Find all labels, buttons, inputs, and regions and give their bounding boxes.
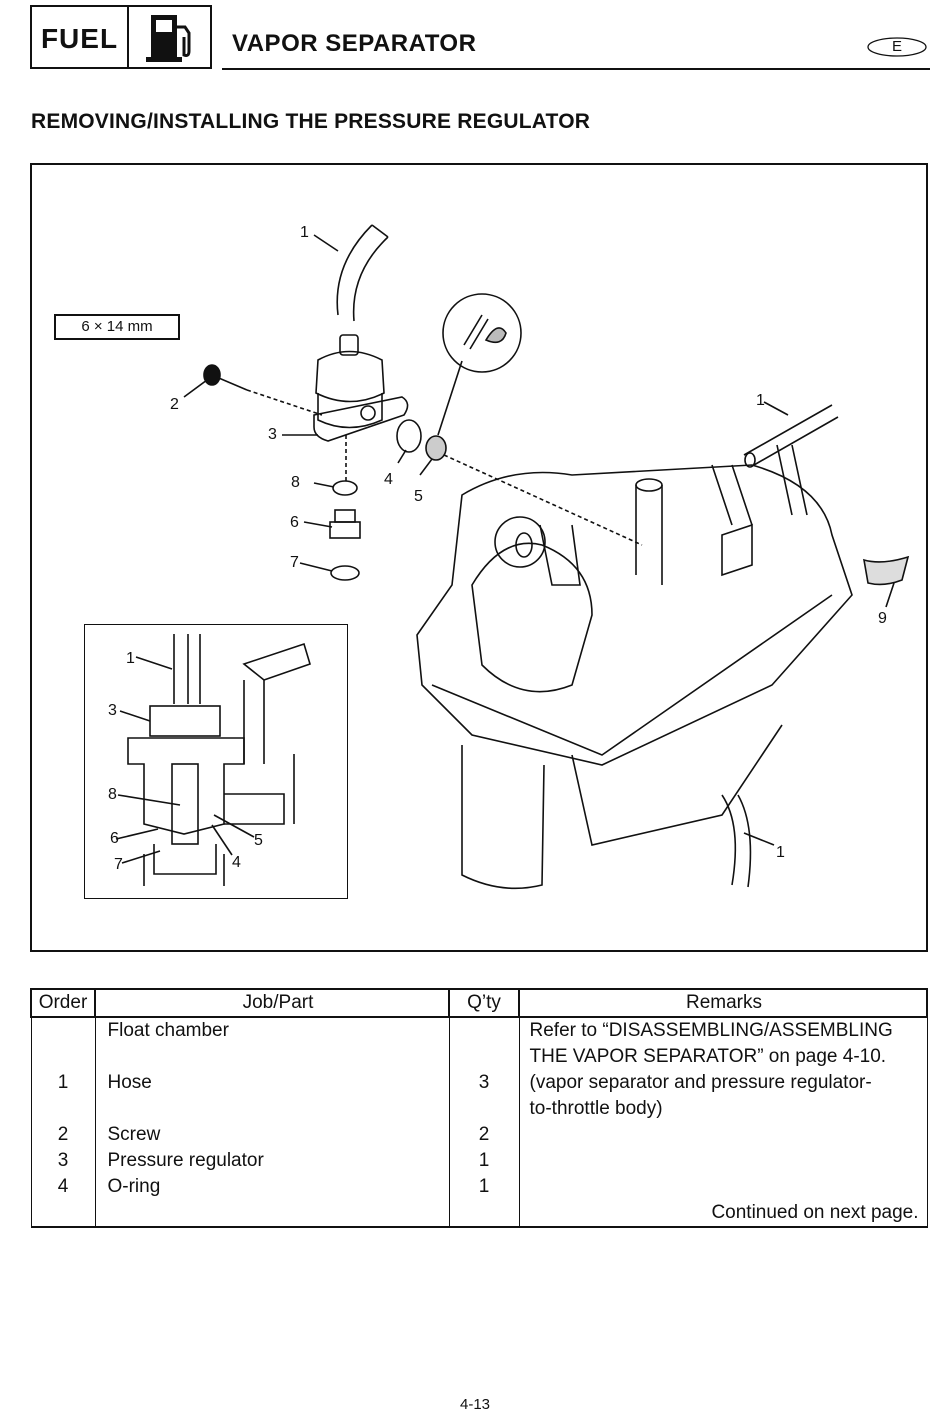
table-row: Float chamber Refer to “DISASSEMBLING/AS… xyxy=(30,1017,928,1070)
row-qty: 3 xyxy=(478,1072,490,1093)
diagram-drawing xyxy=(115,224,910,890)
language-badge-label: E xyxy=(891,38,902,55)
col-job-part: Job/Part xyxy=(94,988,450,1018)
inset-callout-6: 6 xyxy=(110,830,119,847)
callout-cap: 9 xyxy=(878,610,887,627)
row-order: 1 xyxy=(57,1072,69,1093)
row-job: O-ring xyxy=(107,1176,161,1197)
continued-note: Continued on next page. xyxy=(711,1202,919,1223)
fuel-pump-icon xyxy=(129,7,210,67)
callout-hose-top: 1 xyxy=(300,224,309,241)
page-number: 4-13 xyxy=(459,1396,491,1413)
callout-filter: 5 xyxy=(414,488,423,505)
screw-size-label: 6 × 14 mm xyxy=(54,314,180,340)
table-header-row: Order Job/Part Q’ty Remarks xyxy=(30,988,928,1018)
row-remarks-line: THE VAPOR SEPARATOR” on page 4-10. xyxy=(529,1046,887,1067)
callout-hose-bottom: 1 xyxy=(776,844,785,861)
row-qty: 1 xyxy=(478,1176,490,1197)
page-title: VAPOR SEPARATOR xyxy=(232,30,477,57)
header-rule xyxy=(222,68,930,70)
table-row: 3 Pressure regulator 1 xyxy=(30,1148,928,1174)
callout-screw: 2 xyxy=(170,396,179,413)
callout-fitting: 6 xyxy=(290,514,299,531)
col-qty: Q’ty xyxy=(448,988,520,1018)
row-job: Screw xyxy=(107,1124,161,1145)
inset-callout-4: 4 xyxy=(232,854,241,871)
row-order: 2 xyxy=(57,1124,69,1145)
row-order: 3 xyxy=(57,1150,69,1171)
section-tab: FUEL xyxy=(30,5,212,69)
table-footer-row: Continued on next page. xyxy=(30,1200,928,1228)
callout-oring-upper: 8 xyxy=(291,474,300,491)
inset-callout-5: 5 xyxy=(254,832,263,849)
row-remarks-line: to-throttle body) xyxy=(529,1098,663,1119)
section-label: FUEL xyxy=(32,7,129,67)
inset-callout-8: 8 xyxy=(108,786,117,803)
inset-callout-1: 1 xyxy=(126,650,135,667)
table-row: 1 Hose 3 (vapor separator and pressure r… xyxy=(30,1070,928,1122)
row-job: Float chamber xyxy=(107,1020,229,1041)
callout-oring: 4 xyxy=(384,471,393,488)
row-qty: 1 xyxy=(478,1150,490,1171)
row-order: 4 xyxy=(57,1176,69,1197)
parts-table: Order Job/Part Q’ty Remarks Float chambe… xyxy=(30,988,928,1228)
row-order xyxy=(32,1018,95,1044)
callout-hose-right: 1 xyxy=(756,392,765,409)
callout-oring-lower: 7 xyxy=(290,554,299,571)
row-qty xyxy=(450,1018,519,1044)
col-order: Order xyxy=(30,988,96,1018)
row-remarks-line xyxy=(530,1148,919,1174)
row-remarks-line: Refer to “DISASSEMBLING/ASSEMBLING xyxy=(529,1020,893,1041)
table-row: 4 O-ring 1 xyxy=(30,1174,928,1200)
section-heading: REMOVING/INSTALLING THE PRESSURE REGULAT… xyxy=(31,110,591,133)
col-remarks: Remarks xyxy=(518,988,928,1018)
row-job: Pressure regulator xyxy=(107,1150,264,1171)
callout-regulator: 3 xyxy=(268,426,277,443)
inset-callout-7: 7 xyxy=(114,856,123,873)
language-badge: E xyxy=(866,36,928,58)
row-qty: 2 xyxy=(478,1124,490,1145)
table-row: 2 Screw 2 xyxy=(30,1122,928,1148)
exploded-diagram: 6 × 14 mm 1 2 3 4 5 8 6 7 1 9 1 1 3 8 6 … xyxy=(30,163,928,952)
row-remarks-line: (vapor separator and pressure regulator- xyxy=(529,1072,872,1093)
row-remarks-line xyxy=(530,1174,919,1200)
inset-callout-3: 3 xyxy=(108,702,117,719)
cross-section-inset xyxy=(84,624,348,899)
row-remarks-line xyxy=(530,1122,919,1148)
row-job: Hose xyxy=(107,1072,152,1093)
